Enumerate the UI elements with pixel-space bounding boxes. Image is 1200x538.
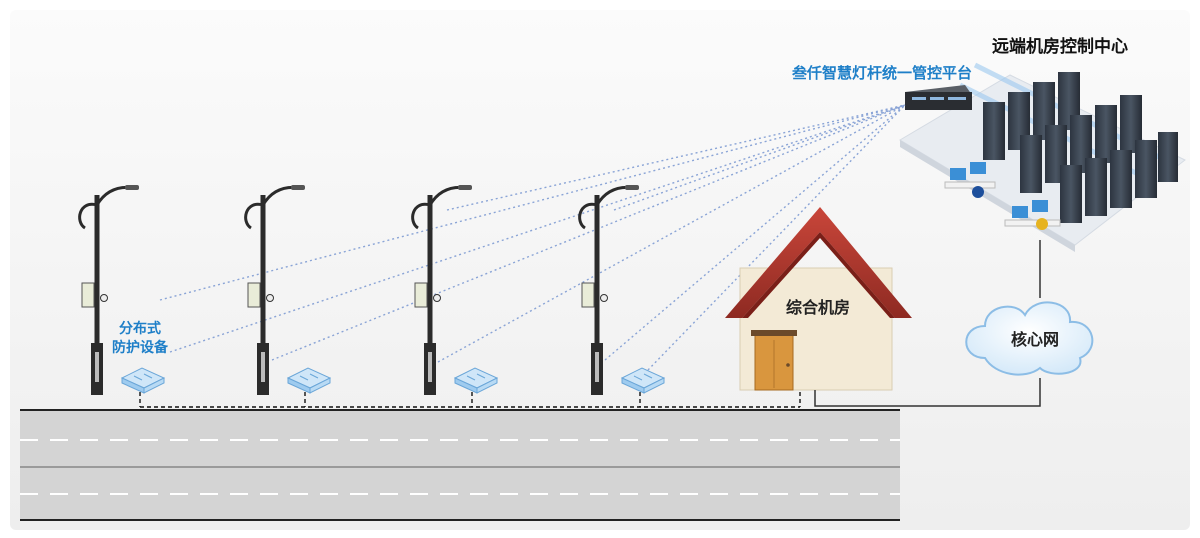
- server-rack-icon: [1085, 158, 1107, 216]
- operator-icon: [1036, 218, 1048, 230]
- server-rack-icon: [1110, 150, 1132, 208]
- data-center-illustration: [899, 62, 1186, 252]
- smart-light-pole-icon: [411, 185, 472, 395]
- device-label-line2: 防护设备: [112, 339, 169, 356]
- room-label: 综合机房: [786, 298, 850, 317]
- smart-light-pole-icon: [244, 185, 305, 395]
- device-label-line1: 分布式: [119, 320, 161, 337]
- monitor-icon: [970, 162, 986, 174]
- road: [20, 409, 900, 521]
- cloud-icon: [965, 301, 1094, 376]
- server-rack-icon: [1060, 165, 1082, 223]
- remote-center-label: 远端机房控制中心: [992, 36, 1128, 57]
- server-rack-icon: [1020, 135, 1042, 193]
- protection-device-icon: [286, 367, 332, 394]
- platform-server-icon: [905, 85, 972, 110]
- monitor-icon: [1012, 206, 1028, 218]
- operator-icon: [972, 186, 984, 198]
- protection-device-icon: [620, 367, 666, 394]
- room-to-core-link: [814, 378, 1041, 407]
- wireless-links: [159, 104, 906, 371]
- protection-device-icon: [453, 367, 499, 394]
- smart-light-pole-icon: [578, 185, 639, 395]
- house-icon: [725, 207, 912, 391]
- monitor-icon: [950, 168, 966, 180]
- server-rack-icon: [1095, 105, 1117, 163]
- monitor-icon: [1032, 200, 1048, 212]
- wired-bus: [139, 392, 801, 408]
- platform-label: 叁仟智慧灯杆统一管控平台: [791, 64, 972, 82]
- server-rack-icon: [983, 102, 1005, 160]
- core-network-label: 核心网: [1011, 330, 1059, 349]
- protection-device-icon: [120, 367, 166, 394]
- server-rack-icon: [1135, 140, 1157, 198]
- smart-light-pole-icon: [78, 185, 139, 395]
- server-rack-icon: [1158, 132, 1178, 182]
- server-rack-icon: [1120, 95, 1142, 153]
